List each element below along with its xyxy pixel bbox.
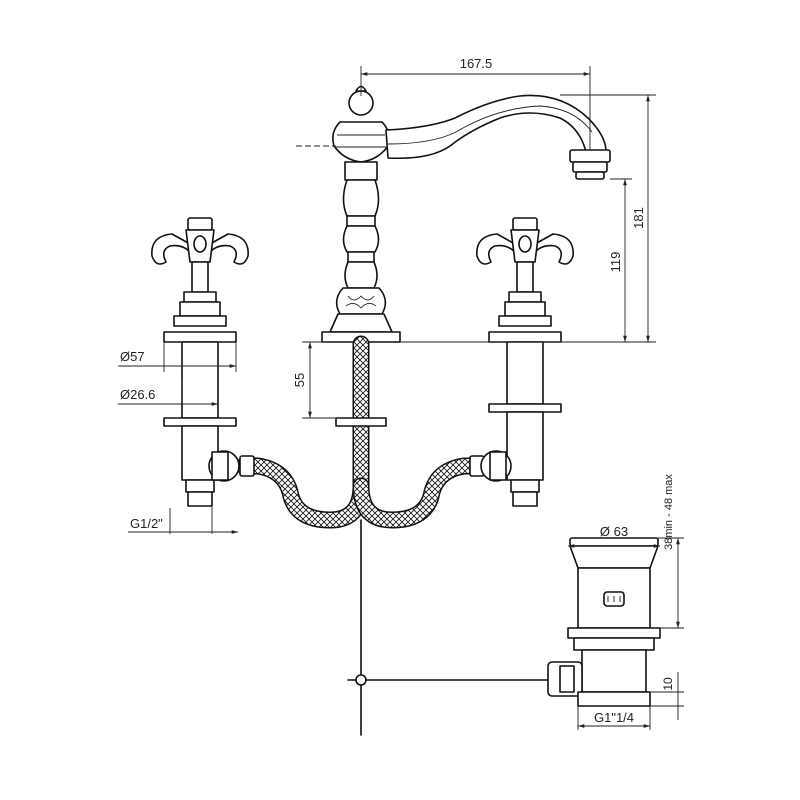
column-bulb-upper: [342, 179, 380, 217]
column-ring-low: [347, 251, 375, 263]
right-handle-arm-right: [534, 233, 574, 265]
braided-hoses: [235, 335, 489, 529]
waste-head: [569, 537, 659, 547]
left-bonnet-top: [183, 291, 217, 303]
column-ring-top: [344, 161, 378, 181]
label-shank-length: 55: [292, 373, 307, 387]
waste-flange-nut: [567, 627, 661, 639]
spout-assembly: [321, 85, 611, 343]
dimension-lines: [118, 66, 684, 730]
right-bonnet-top: [508, 291, 542, 303]
column-ring-mid: [346, 215, 376, 227]
spout-lock-nut: [335, 417, 387, 427]
left-handle-index: [193, 235, 207, 253]
aerator-bottom: [575, 171, 605, 180]
right-handle-index: [518, 235, 532, 253]
aerator-top: [569, 149, 611, 163]
dimension-labels: 167.5 181 119 Ø57 Ø26.6 55 G1/2" Ø 63 38…: [120, 56, 675, 725]
label-outlet-length: 10: [661, 677, 675, 691]
left-elbow-nut: [211, 451, 229, 481]
label-total-height: 181: [631, 207, 646, 229]
spout-cap: [332, 121, 390, 163]
left-handle-cap: [187, 217, 213, 231]
right-bonnet: [504, 301, 546, 317]
left-bonnet-skirt: [173, 315, 227, 327]
waste-tail: [581, 649, 647, 693]
left-valve: [151, 217, 249, 507]
column-ornament: [335, 287, 387, 315]
left-valve-body: [181, 341, 219, 419]
waste-outlet-thread: [577, 691, 651, 707]
left-lock-nut: [163, 417, 237, 427]
pop-up-rod: [347, 519, 561, 736]
pop-up-waste: [547, 537, 661, 707]
spout-neck-highlight: [387, 105, 593, 145]
left-handle-arm-right: [209, 233, 249, 265]
waste-head-skirt: [569, 545, 659, 569]
right-lock-nut: [488, 403, 562, 413]
spout-cap-lines: [336, 134, 386, 148]
right-inlet-thread: [512, 491, 538, 507]
label-spout-reach: 167.5: [460, 56, 493, 71]
right-deck-flange: [488, 331, 562, 343]
right-handle-cap: [512, 217, 538, 231]
pop-up-rod-joint: [355, 674, 367, 686]
left-inlet-nut: [185, 479, 215, 493]
label-waste-dia: Ø 63: [600, 524, 628, 539]
left-inlet-thread: [187, 491, 213, 507]
right-handle-arm-left: [476, 233, 516, 265]
label-spout-height: 119: [608, 252, 623, 273]
right-valve-body: [506, 341, 544, 405]
label-adjust-range: 38min - 48 max: [663, 474, 675, 550]
column-base: [329, 313, 393, 333]
right-elbow-nut: [489, 451, 507, 481]
left-spindle: [191, 261, 209, 293]
right-bonnet-skirt: [498, 315, 552, 327]
right-hose: [354, 459, 487, 527]
left-hose: [237, 337, 368, 527]
label-body-dia: Ø26.6: [120, 387, 155, 402]
label-waste-thread: G1"1/4: [594, 710, 634, 725]
left-hose-outline: [235, 335, 370, 529]
column-ornament-pattern: [345, 295, 377, 309]
left-bonnet: [179, 301, 221, 317]
right-valve: [476, 217, 574, 507]
left-handle-arm-left: [151, 233, 191, 265]
right-inlet-nut: [510, 479, 540, 493]
waste-lower-nut: [573, 637, 655, 651]
waste-pivot-nut: [559, 665, 575, 693]
aerator-mid: [572, 161, 608, 173]
column-bulb-lower: [344, 261, 378, 289]
spout-neck: [385, 94, 607, 160]
left-hose-crimp: [239, 455, 255, 477]
label-inlet-thread: G1/2": [130, 516, 163, 531]
waste-overflow-bars: [607, 596, 621, 602]
label-flange-dia: Ø57: [120, 349, 145, 364]
column-bulb-middle: [342, 225, 380, 253]
right-spindle: [516, 261, 534, 293]
left-deck-flange: [163, 331, 237, 343]
right-valve-lower: [506, 411, 544, 481]
